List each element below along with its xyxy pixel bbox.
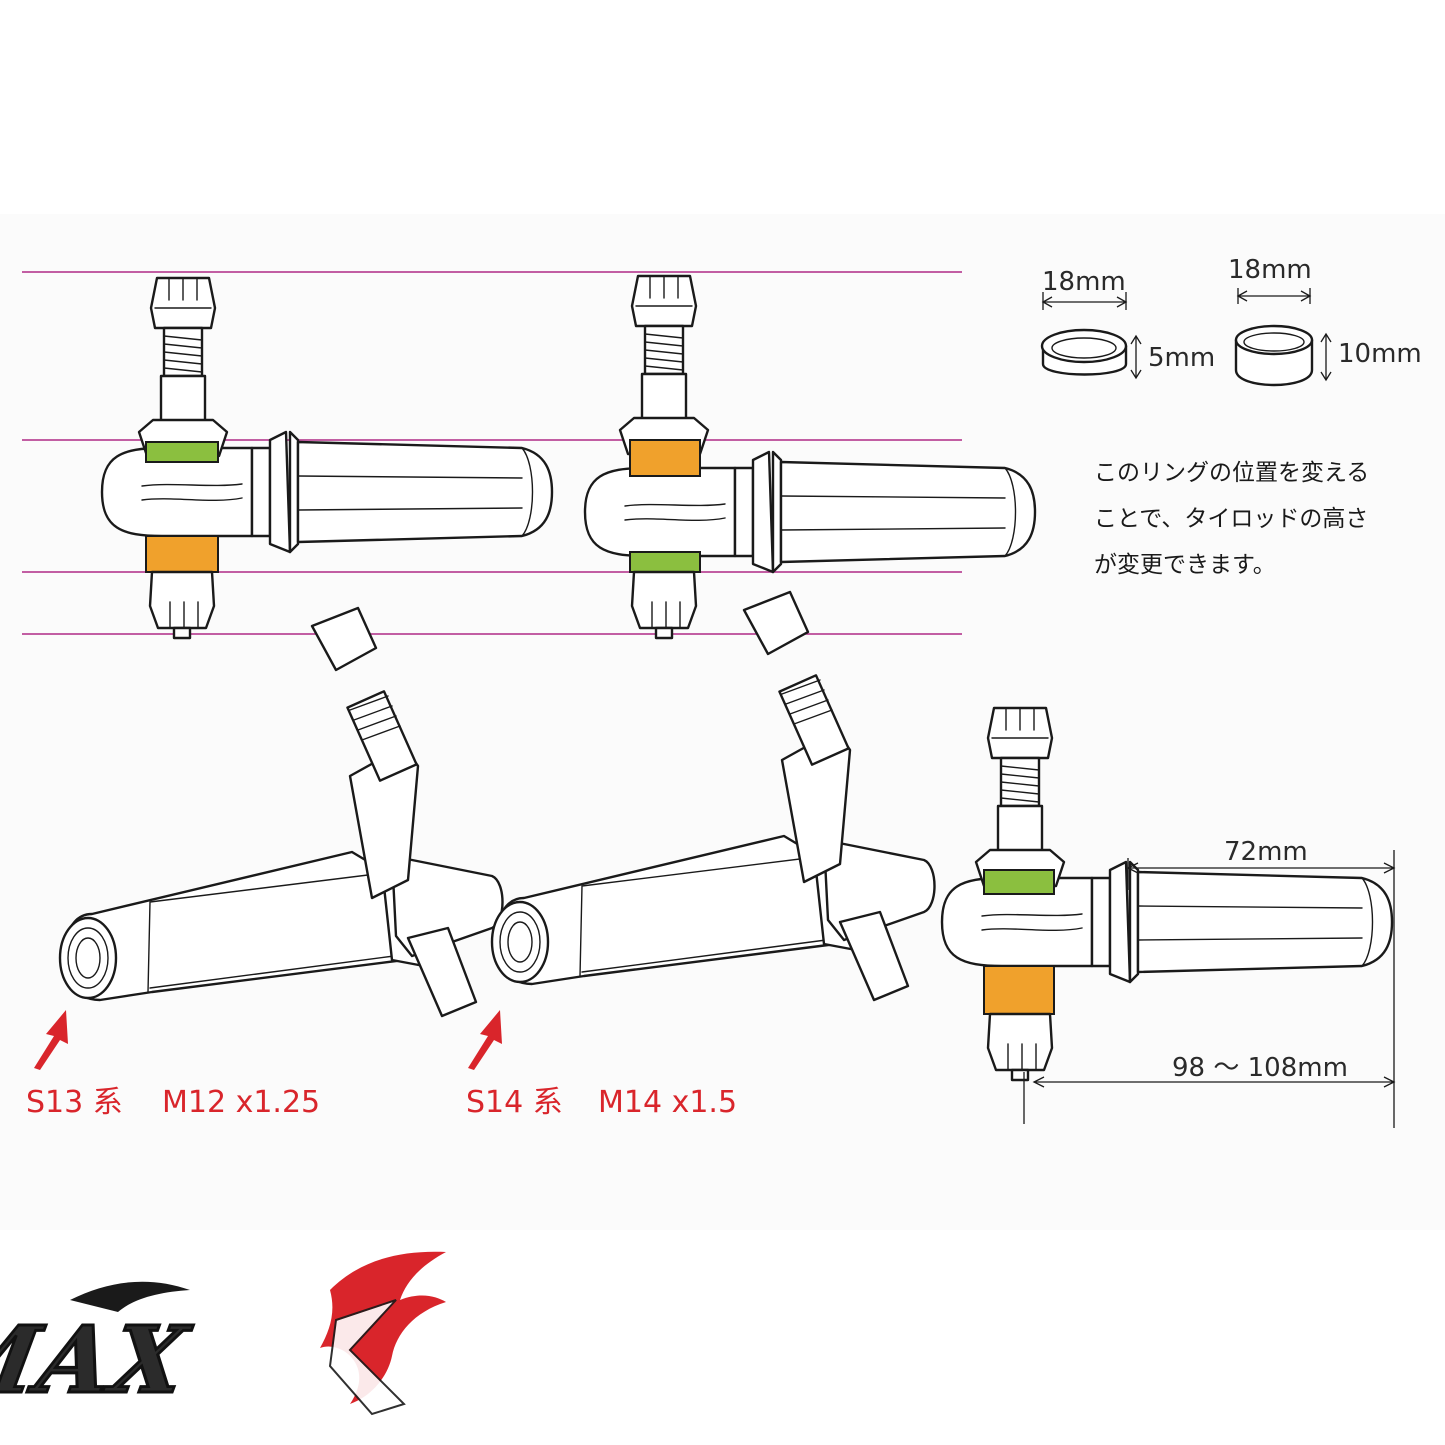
spacer-ring-green [983, 869, 1055, 895]
spacer-ring-orange [983, 965, 1055, 1015]
note-line-3: が変更できます。 [1094, 552, 1276, 578]
note-line-2: ことで、タイロッドの高さ [1094, 506, 1368, 532]
spacer-ring-5mm: 18mm 5mm [1040, 267, 1215, 380]
d-max-logo: D-MAX [0, 1251, 446, 1415]
tie-rod-end-config-a [100, 276, 554, 640]
spacer-ring-green [145, 441, 219, 463]
s14-thread-label: M14 x1.5 [598, 1085, 737, 1120]
spacer-ring-orange [145, 535, 219, 573]
thread-arrow-s14 [468, 1010, 502, 1070]
ring-small-height-label: 5mm [1148, 343, 1215, 373]
spacer-ring-orange [629, 439, 701, 477]
ring-large-width-label: 18mm [1228, 255, 1312, 285]
logo-text: D-MAX [0, 1306, 197, 1414]
tie-rod-end-config-b [583, 274, 1037, 640]
body-length-label: 72mm [1224, 837, 1308, 867]
total-length-label: 98 ～ 108mm [1172, 1053, 1348, 1083]
ring-position-note: このリングの位置を変える ことで、タイロッドの高さ が変更できます。 [1094, 460, 1369, 578]
logo-flame [320, 1251, 446, 1404]
note-line-1: このリングの位置を変える [1094, 460, 1369, 486]
tie-rod-end-s13-view: S13 系 M12 x1.25 [26, 606, 504, 1120]
ring-small-width-label: 18mm [1042, 267, 1126, 297]
tie-rod-end-s14-view: S14 系 M14 x1.5 [466, 590, 936, 1120]
ring-large-height-label: 10mm [1338, 339, 1422, 369]
tie-rod-end-dimension-view: 72mm 98 ～ 108mm [940, 706, 1396, 1128]
s14-series-label: S14 系 [466, 1085, 563, 1120]
s13-thread-label: M12 x1.25 [162, 1085, 320, 1120]
spacer-ring-10mm: 18mm 10mm [1228, 255, 1422, 387]
thread-arrow-s13 [34, 1010, 68, 1070]
s13-series-label: S13 系 [26, 1085, 123, 1120]
spacer-ring-green [629, 551, 701, 573]
